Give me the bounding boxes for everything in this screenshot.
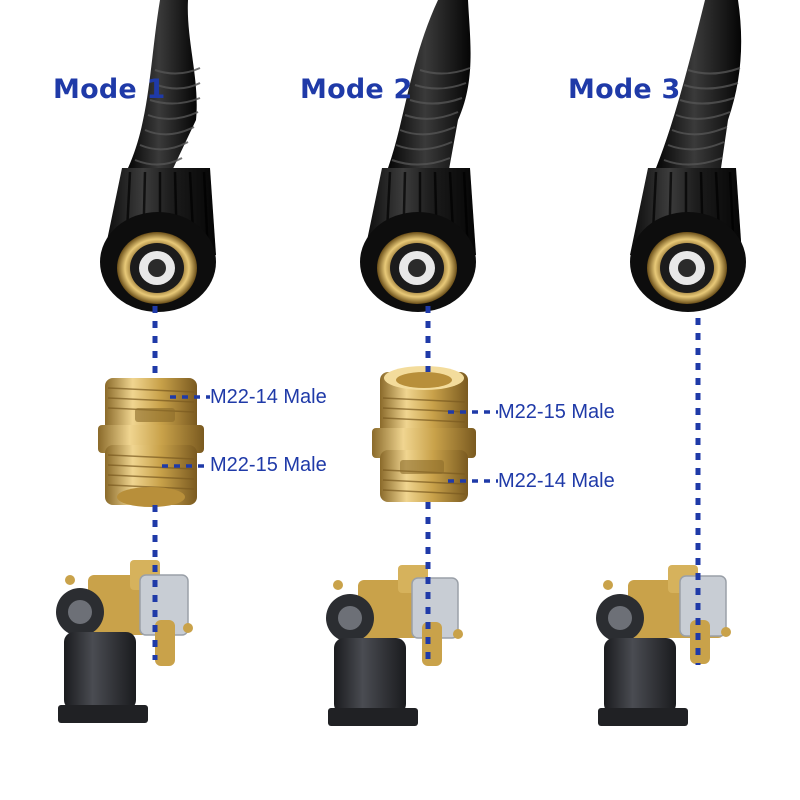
mode-2-coupling [360, 168, 476, 312]
mode-3-pump [596, 565, 731, 726]
mode-3-hose [656, 0, 742, 175]
mode-2-hose [388, 0, 471, 175]
mode-1-assembly [56, 0, 216, 723]
mode-1-hose [128, 0, 201, 175]
mode-2-assembly [326, 0, 498, 726]
mode-1-label-leaders [162, 395, 210, 468]
mode-3-coupling [630, 168, 746, 312]
mode-3-assembly [596, 0, 746, 726]
mode-3-title: Mode 3 [568, 74, 681, 105]
mode-1-pump [56, 560, 193, 723]
mode-2-adapter-top-label: M22-15 Male [498, 401, 615, 423]
mode-1-adapter-top-label: M22-14 Male [210, 386, 327, 408]
mode-2-adapter [372, 366, 476, 502]
mode-2-label-leaders [448, 410, 498, 483]
mode-1-adapter-bottom-label: M22-15 Male [210, 454, 327, 476]
mode-2-adapter-bottom-label: M22-14 Male [498, 470, 615, 492]
mode-1-coupling [100, 168, 216, 312]
mode-2-title: Mode 2 [300, 74, 413, 105]
mode-1-title: Mode 1 [53, 74, 166, 105]
mode-1-adapter [98, 378, 204, 507]
mode-2-pump [326, 565, 463, 726]
